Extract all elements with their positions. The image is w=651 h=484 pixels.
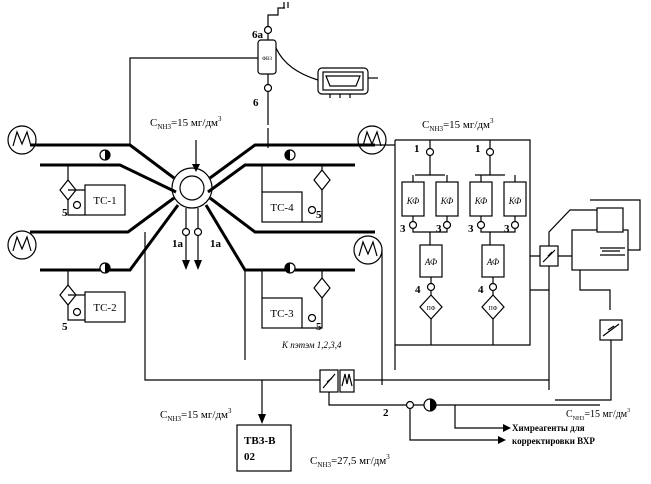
valve-icon: [307, 313, 317, 323]
cation-filters: КФ КФ КФ КФ 3 3 3 3: [400, 175, 527, 235]
tank-label-line2: 02: [244, 451, 256, 463]
svg-text:АФ: АФ: [486, 257, 500, 267]
conc-bottom-right: CNH3=15 мг/дм3: [566, 408, 630, 422]
valve-icon: [263, 25, 273, 35]
ts1-label: ТС-1: [93, 195, 116, 207]
svg-text:5: 5: [316, 209, 322, 221]
svg-text:CNH3=15 мг/дм3: CNH3=15 мг/дм3: [566, 408, 630, 422]
svg-text:1: 1: [475, 143, 481, 155]
inlet-arrowhead: [192, 164, 200, 172]
chemicals-label-1: Химреагенты для: [512, 423, 585, 433]
anion-filters: АФ АФ 4 4: [415, 232, 505, 296]
valve-icon: [72, 307, 82, 317]
conc-top-center: CNH3=15 мг/дм3: [150, 115, 222, 131]
svg-text:4: 4: [478, 284, 484, 296]
svg-text:3: 3: [468, 223, 474, 235]
svg-text:5: 5: [62, 321, 68, 333]
svg-text:ФВЗ: ФВЗ: [262, 57, 272, 62]
cooler-right: [530, 209, 600, 390]
svg-text:АФ: АФ: [424, 257, 438, 267]
svg-text:CNH3=27,5 мг/дм3: CNH3=27,5 мг/дм3: [310, 453, 390, 469]
tank-label-line1: ТВЗ-В: [244, 435, 276, 447]
svg-text:КФ: КФ: [508, 196, 522, 206]
vessel-fvz: [257, 39, 277, 75]
chemicals-label-2: корректировки ВХР: [512, 436, 595, 446]
outlet-1a-right: 1а: [193, 208, 222, 270]
svg-text:CNH3=15 мг/дм3: CNH3=15 мг/дм3: [422, 117, 494, 133]
ts4-label: ТС-4: [270, 202, 294, 214]
valve-icon: [307, 205, 317, 215]
unit-ts2: ТС-2 5: [59, 262, 126, 333]
svg-text:КФ: КФ: [474, 196, 488, 206]
unit-ts1: ТС-1 5: [59, 149, 126, 219]
tank-tvz: ТВЗ-В 02: [236, 424, 292, 472]
heat-exchanger-lower-right: [353, 235, 383, 265]
svg-text:1а: 1а: [210, 238, 222, 250]
svg-text:3: 3: [400, 223, 406, 235]
heat-exchanger-lower-left: [7, 230, 37, 260]
cooler-lower-right: [555, 319, 623, 401]
svg-text:CNH3=15 мг/дм3: CNH3=15 мг/дм3: [160, 407, 232, 423]
bottom-piping: 2: [144, 232, 600, 444]
svg-text:1: 1: [414, 143, 420, 155]
svg-text:3: 3: [436, 223, 442, 235]
filter-train-frame: 1 1: [394, 139, 531, 370]
ts3-label: ТС-3: [270, 308, 294, 320]
filter-diamond: [313, 169, 331, 191]
thick-pipes: [30, 143, 375, 272]
heat-exchanger-upper-left: [7, 125, 37, 155]
svg-text:КФ: КФ: [440, 196, 454, 206]
heat-exchanger-upper-right: [357, 125, 387, 155]
valve-icon: [263, 83, 273, 93]
valve-icon: [72, 200, 82, 210]
svg-text:ПФ: ПФ: [426, 306, 435, 312]
svg-text:CNH3=15 мг/дм3: CNH3=15 мг/дм3: [150, 115, 222, 131]
svg-text:6: 6: [253, 97, 259, 109]
valve-icon: [485, 147, 495, 157]
top-vessel-assembly: ФВЗ 6 6а: [129, 2, 289, 148]
svg-text:6а: 6а: [252, 29, 264, 41]
svg-text:2: 2: [383, 407, 389, 419]
svg-text:1а: 1а: [172, 238, 184, 250]
deaerator-tank: [571, 199, 641, 310]
unit-ts3: ТС-3 5: [261, 262, 331, 333]
to-pumps-label: К пэтэм 1,2,3,4: [281, 340, 342, 350]
central-distributor: [171, 167, 213, 209]
conc-bottom-left: CNH3=15 мг/дм3: [160, 407, 232, 423]
svg-text:4: 4: [415, 284, 421, 296]
storage-tank-top-right: [275, 47, 378, 98]
unit-ts4: ТС-4 5: [261, 149, 331, 223]
outlet-1a-left: 1а: [172, 208, 191, 270]
svg-text:3: 3: [504, 223, 510, 235]
svg-text:5: 5: [316, 321, 322, 333]
svg-text:ПФ: ПФ: [488, 306, 497, 312]
valve-icon: [425, 147, 435, 157]
valve-icon: [405, 400, 415, 410]
ts2-label: ТС-2: [93, 302, 116, 314]
conc-bottom-center: CNH3=27,5 мг/дм3: [310, 453, 390, 469]
filter-diamond: [313, 277, 331, 299]
svg-text:5: 5: [62, 207, 68, 219]
svg-text:КФ: КФ: [406, 196, 420, 206]
conc-top-right: CNH3=15 мг/дм3: [422, 117, 494, 133]
polish-filters: ПФ ПФ: [419, 294, 505, 345]
